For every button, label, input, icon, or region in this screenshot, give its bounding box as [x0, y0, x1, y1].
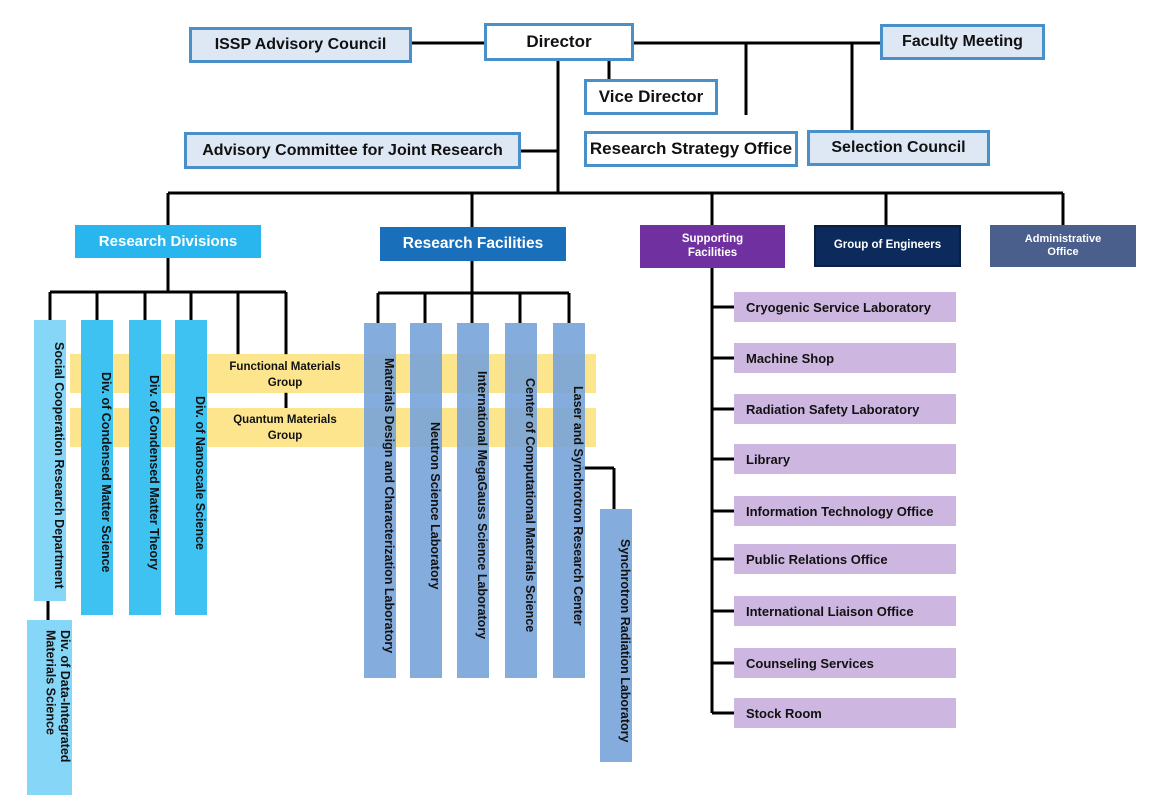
- supporting-item-stock-room: Stock Room: [734, 698, 956, 728]
- social-cooperation-dept-box: Social Cooperation Research Department: [34, 320, 66, 601]
- supporting-item-international-liaison: International Liaison Office: [734, 596, 956, 626]
- supporting-item-cryogenic: Cryogenic Service Laboratory: [734, 292, 956, 322]
- div-nanoscale-science-box: Div. of Nanoscale Science: [175, 320, 207, 615]
- research-divisions-header: Research Divisions: [75, 225, 261, 258]
- supporting-item-radiation-safety: Radiation Safety Laboratory: [734, 394, 956, 424]
- supporting-facilities-header: Supporting Facilities: [640, 225, 785, 268]
- advisory-committee-box: Advisory Committee for Joint Research: [184, 132, 521, 169]
- supporting-item-public-relations: Public Relations Office: [734, 544, 956, 574]
- supporting-item-it-office: Information Technology Office: [734, 496, 956, 526]
- div-condensed-matter-science-box: Div. of Condensed Matter Science: [81, 320, 113, 615]
- quantum-materials-group-label: Quantum Materials Group: [233, 414, 337, 442]
- group-of-engineers-header: Group of Engineers: [814, 225, 961, 267]
- administrative-office-header: Administrative Office: [990, 225, 1136, 267]
- div-data-integrated-box: Div. of Data-Integrated Materials Scienc…: [27, 620, 72, 795]
- laser-synchrotron-center-box: Laser and Synchrotron Research Center: [553, 323, 585, 678]
- selection-council-box: Selection Council: [807, 130, 990, 166]
- faculty-meeting-box: Faculty Meeting: [880, 24, 1045, 60]
- research-strategy-office-box: Research Strategy Office: [584, 131, 798, 167]
- computational-center-box: Center of Computational Materials Scienc…: [505, 323, 537, 678]
- supporting-item-counseling: Counseling Services: [734, 648, 956, 678]
- functional-materials-group-label: Functional Materials Group: [229, 361, 341, 389]
- director-box: Director: [484, 23, 634, 61]
- div-condensed-matter-theory-box: Div. of Condensed Matter Theory: [129, 320, 161, 615]
- megagauss-lab-box: International MegaGauss Science Laborato…: [457, 323, 489, 678]
- supporting-item-library: Library: [734, 444, 956, 474]
- synchrotron-radiation-lab-box: Synchrotron Radiation Laboratory: [600, 509, 632, 762]
- materials-design-lab-box: Materials Design and Characterization La…: [364, 323, 396, 678]
- supporting-item-machine-shop: Machine Shop: [734, 343, 956, 373]
- vice-director-box: Vice Director: [584, 79, 718, 115]
- neutron-science-lab-box: Neutron Science Laboratory: [410, 323, 442, 678]
- issp-advisory-council-box: ISSP Advisory Council: [189, 27, 412, 63]
- research-facilities-header: Research Facilities: [380, 227, 566, 261]
